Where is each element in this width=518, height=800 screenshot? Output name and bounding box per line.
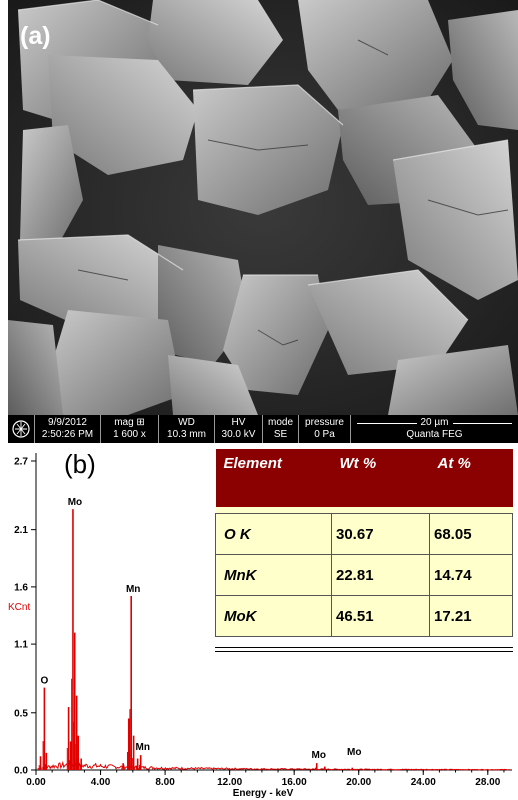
crystal-fragment bbox=[308, 270, 468, 375]
databar-mode-value: SE bbox=[273, 429, 288, 440]
panel-a-label: (a) bbox=[20, 22, 51, 50]
x-tick-label: 28.00 bbox=[475, 777, 500, 788]
cell-element: MoK bbox=[215, 595, 332, 637]
sem-micrograph-image bbox=[8, 0, 518, 415]
peak-lines bbox=[38, 509, 358, 770]
databar-pressure: pressure 0 Pa bbox=[298, 415, 350, 443]
peak-label: Mo bbox=[312, 750, 326, 761]
databar-mag-value: 1 600 x bbox=[113, 429, 146, 440]
table-row: O K 30.67 68.05 bbox=[215, 513, 513, 555]
header-element: Element bbox=[215, 449, 332, 507]
panel-b-label: (b) bbox=[64, 449, 96, 479]
databar-hv-value: 30.0 kV bbox=[221, 429, 256, 440]
crystal-fragment bbox=[20, 125, 83, 245]
x-tick-label: 20.00 bbox=[346, 777, 371, 788]
crystal-fragment bbox=[298, 0, 453, 110]
spectrum-line bbox=[37, 760, 511, 771]
x-axis-ticks: 0.00 4.00 8.00 12.00 16.00 20.00 24.00 28.00 bbox=[26, 770, 505, 788]
table-row: MnK 22.81 14.74 bbox=[215, 554, 513, 596]
databar-wd-label: WD bbox=[178, 417, 195, 428]
x-tick-label: 24.00 bbox=[411, 777, 436, 788]
crystal-fragment bbox=[18, 235, 183, 330]
composition-table: Element Wt % At % O K 30.67 68.05 MnK 22… bbox=[215, 449, 513, 637]
sem-info-bar: 9/9/2012 2:50:26 PM mag ⊞ 1 600 x WD 10.… bbox=[8, 415, 518, 443]
databar-datetime: 9/9/2012 2:50:26 PM bbox=[34, 415, 100, 443]
y-tick-label: 0.5 bbox=[14, 708, 28, 719]
table-header-row: Element Wt % At % bbox=[215, 449, 513, 507]
cell-at: 17.21 bbox=[429, 595, 513, 637]
crystal-fragment bbox=[53, 310, 183, 415]
peak-label: O bbox=[40, 676, 48, 687]
y-tick-label: 2.1 bbox=[14, 525, 28, 536]
crystal-fragment bbox=[8, 320, 63, 415]
peak-label: Mn bbox=[135, 742, 149, 753]
header-at: At % bbox=[429, 449, 513, 507]
cell-element: MnK bbox=[215, 554, 332, 596]
y-tick-label: 1.6 bbox=[14, 582, 28, 593]
crystal-fragment bbox=[448, 10, 518, 130]
databar-wd-value: 10.3 mm bbox=[167, 429, 206, 440]
y-axis-label: KCnt bbox=[8, 602, 30, 613]
databar-hv: HV 30.0 kV bbox=[214, 415, 262, 443]
peak-label: Mn bbox=[126, 584, 140, 595]
x-tick-label: 4.00 bbox=[91, 777, 111, 788]
databar-pressure-label: pressure bbox=[305, 417, 344, 428]
x-tick-label: 12.00 bbox=[217, 777, 242, 788]
databar-date: 9/9/2012 bbox=[48, 417, 87, 428]
crystal-fragment bbox=[193, 85, 343, 215]
table-bottom-rule bbox=[215, 647, 513, 652]
cell-element: O K bbox=[215, 513, 332, 555]
chart-axes bbox=[35, 453, 512, 771]
peak-label: Mo bbox=[68, 497, 82, 508]
crystal-fragment bbox=[158, 245, 248, 365]
y-tick-label: 1.1 bbox=[14, 640, 28, 651]
crystal-fragment bbox=[168, 355, 258, 415]
eds-spectrum-chart: 0.0 0.5 1.1 1.6 2.1 2.7 0.00 4.00 8.00 12.00 16.0… bbox=[8, 453, 512, 799]
x-axis-label: Energy - keV bbox=[233, 788, 294, 799]
x-tick-label: 8.00 bbox=[155, 777, 175, 788]
databar-mag: mag ⊞ 1 600 x bbox=[100, 415, 158, 443]
cell-wt: 30.67 bbox=[331, 513, 430, 555]
databar-mode: mode SE bbox=[262, 415, 298, 443]
crystal-fragment bbox=[148, 0, 283, 85]
fei-logo-icon bbox=[12, 420, 30, 438]
databar-hv-label: HV bbox=[231, 417, 246, 428]
table-row: MoK 46.51 17.21 bbox=[215, 595, 513, 637]
databar-instrument: Quanta FEG bbox=[406, 429, 463, 440]
databar-pressure-value: 0 Pa bbox=[314, 429, 335, 440]
cell-at: 68.05 bbox=[429, 513, 513, 555]
databar-wd: WD 10.3 mm bbox=[158, 415, 214, 443]
y-tick-label: 0.0 bbox=[14, 766, 28, 777]
cell-wt: 22.81 bbox=[331, 554, 430, 596]
crystal-fragment bbox=[393, 140, 518, 300]
cell-wt: 46.51 bbox=[331, 595, 430, 637]
sem-micrograph-panel: (a) 9/9/2012 2:50:26 PM mag ⊞ 1 600 x WD… bbox=[8, 0, 518, 443]
cell-at: 14.74 bbox=[429, 554, 513, 596]
eds-spectrum-panel: 0.0 0.5 1.1 1.6 2.1 2.7 0.00 4.00 8.00 12.00 16.0… bbox=[0, 443, 518, 800]
crystal-fragment bbox=[223, 275, 328, 395]
crystal-fragment bbox=[48, 55, 198, 175]
peak-label: Mo bbox=[347, 747, 361, 758]
databar-time: 2:50:26 PM bbox=[41, 429, 94, 440]
header-wt: Wt % bbox=[331, 449, 430, 507]
y-tick-label: 2.7 bbox=[14, 457, 28, 468]
databar-mode-label: mode bbox=[267, 417, 293, 428]
x-tick-label: 16.00 bbox=[282, 777, 307, 788]
scale-bar-label: 20 µm bbox=[416, 417, 453, 428]
databar-scale: 20 µm Quanta FEG bbox=[350, 415, 518, 443]
x-tick-label: 0.00 bbox=[26, 777, 46, 788]
y-axis-ticks: 0.0 0.5 1.1 1.6 2.1 2.7 bbox=[14, 457, 36, 777]
databar-mag-label: mag ⊞ bbox=[114, 417, 145, 428]
crystal-fragment bbox=[388, 345, 518, 415]
